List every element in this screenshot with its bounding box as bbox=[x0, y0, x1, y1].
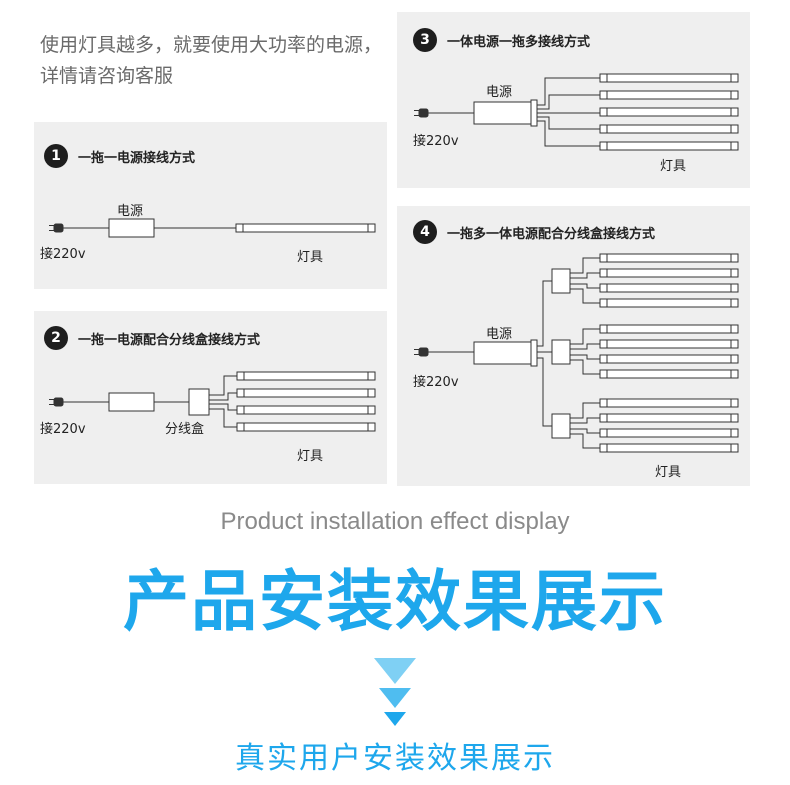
wiring-diagram-4 bbox=[414, 253, 739, 453]
lamp-tube bbox=[599, 354, 739, 364]
power-supply-label: 电源 bbox=[117, 204, 144, 219]
lamp-label: 灯具 bbox=[660, 159, 687, 174]
panel-2-heading: 2 一拖一电源配合分线盒接线方式 bbox=[44, 326, 260, 350]
input-voltage-label: 接220v bbox=[40, 422, 86, 437]
lamp-tube bbox=[599, 369, 739, 379]
panel-title: 一拖一电源配合分线盒接线方式 bbox=[78, 332, 261, 348]
lamp-label: 灯具 bbox=[655, 465, 682, 480]
panel-title: 一拖一电源接线方式 bbox=[78, 150, 196, 166]
step-badge: 2 bbox=[44, 326, 68, 350]
panel-title: 一拖多一体电源配合分线盒接线方式 bbox=[447, 226, 656, 242]
step-badge: 1 bbox=[44, 144, 68, 168]
power-advice-note: 使用灯具越多，就要使用大功率的电源，详情请咨询客服 bbox=[40, 34, 383, 87]
lamp-tube bbox=[599, 283, 739, 293]
lamp-tube bbox=[599, 298, 739, 308]
wiring-panel-3: 3 一体电源一拖多接线方式 电源 接220v 灯具 bbox=[397, 12, 750, 188]
lamp-label: 灯具 bbox=[297, 449, 324, 464]
wiring-diagram-2 bbox=[49, 371, 376, 432]
power-supply-label: 电源 bbox=[486, 327, 513, 342]
input-voltage-label: 接220v bbox=[413, 134, 459, 149]
step-badge: 4 bbox=[413, 220, 437, 244]
down-arrows-icon bbox=[374, 658, 416, 726]
panel-1-heading: 1 一拖一电源接线方式 bbox=[44, 144, 195, 168]
panel-title: 一体电源一拖多接线方式 bbox=[447, 34, 591, 50]
plug-icon bbox=[414, 108, 429, 118]
lamp-tube bbox=[599, 339, 739, 349]
wiring-diagram-1 bbox=[49, 218, 376, 238]
input-voltage-label: 接220v bbox=[413, 375, 459, 390]
panel-3-heading: 3 一体电源一拖多接线方式 bbox=[413, 28, 590, 52]
lamp-tube bbox=[599, 324, 739, 334]
lamp-tube bbox=[599, 268, 739, 278]
plug-icon bbox=[414, 347, 429, 357]
power-supply-label: 电源 bbox=[486, 85, 513, 100]
lamp-tube bbox=[599, 443, 739, 453]
wiring-panel-1: 1 一拖一电源接线方式 电源 接220v 灯具 bbox=[34, 122, 387, 289]
section-subtitle: 真实用户安装效果展示 bbox=[235, 741, 555, 776]
step-badge: 3 bbox=[413, 28, 437, 52]
lamp-label: 灯具 bbox=[297, 250, 324, 265]
input-voltage-label: 接220v bbox=[40, 247, 86, 262]
junction-box-label: 分线盒 bbox=[165, 422, 205, 437]
plug-icon bbox=[49, 397, 64, 407]
plug-icon bbox=[49, 223, 64, 233]
section-chinese-title: 产品安装效果展示 bbox=[123, 563, 667, 640]
section-english-title: Product installation effect display bbox=[220, 508, 570, 535]
wiring-panel-4: 4 一拖多一体电源配合分线盒接线方式 电源 接220v 灯具 bbox=[397, 206, 750, 486]
lamp-tube bbox=[599, 253, 739, 263]
panel-4-heading: 4 一拖多一体电源配合分线盒接线方式 bbox=[413, 220, 655, 244]
wiring-panel-2: 2 一拖一电源配合分线盒接线方式 接220v 分线盒 灯具 bbox=[34, 311, 387, 484]
lamp-tube bbox=[599, 428, 739, 438]
wiring-diagram-3 bbox=[414, 73, 739, 151]
lamp-tube bbox=[599, 413, 739, 423]
lamp-tube bbox=[599, 398, 739, 408]
